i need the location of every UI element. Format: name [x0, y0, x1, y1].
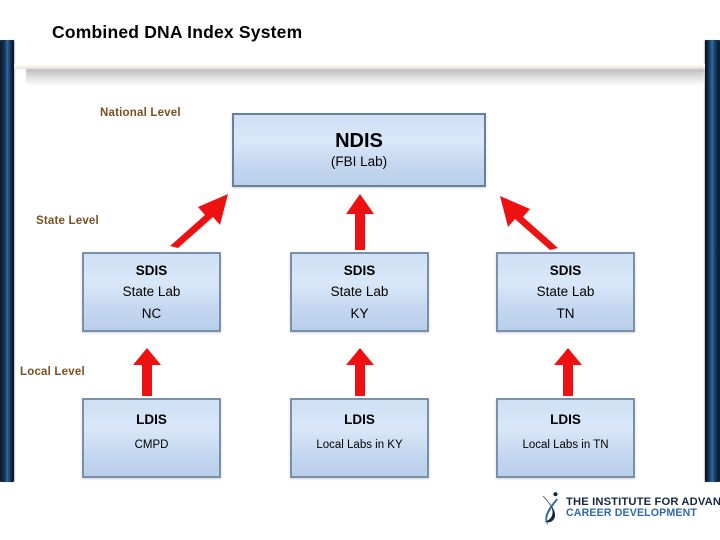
node-ldis-tn[interactable]: LDIS Local Labs in TN [496, 398, 635, 478]
node-sdis-tn-line3: TN [556, 305, 575, 321]
node-ndis[interactable]: NDIS (FBI Lab) [232, 113, 486, 187]
node-sdis-tn-line2: State Lab [536, 284, 595, 300]
node-ldis-ky-subtitle: Local Labs in KY [316, 438, 403, 451]
node-ldis-ky-title: LDIS [344, 412, 375, 427]
arrow-sdis-nc-to-ndis [170, 194, 228, 248]
node-sdis-nc-line3: NC [141, 305, 162, 321]
logo-line-2: CAREER DEVELOPMENT [566, 507, 698, 520]
node-sdis-ky-title: SDIS [343, 262, 376, 278]
header-divider [14, 64, 705, 90]
divider-shadow [26, 69, 704, 86]
node-sdis-tn[interactable]: SDIS State Lab TN [496, 252, 635, 332]
node-sdis-nc-line2: State Lab [122, 284, 181, 300]
node-ldis-ky[interactable]: LDIS Local Labs in KY [290, 398, 429, 478]
level-label-national: National Level [100, 107, 181, 119]
node-sdis-tn-title: SDIS [549, 262, 582, 278]
node-sdis-nc-title: SDIS [135, 262, 168, 278]
institute-mark-icon [542, 492, 558, 525]
node-ldis-tn-subtitle: Local Labs in TN [522, 438, 609, 451]
arrow-ldis-ky-to-sdis-ky [346, 348, 374, 396]
node-sdis-nc[interactable]: SDIS State Lab NC [82, 252, 221, 332]
right-decorative-bar [705, 40, 720, 482]
node-ndis-title: NDIS [335, 130, 383, 153]
node-sdis-ky-line3: KY [350, 305, 369, 321]
logo-text: THE INSTITUTE FOR ADVANCED CAREER DEVELO… [566, 496, 720, 520]
arrow-ldis-cmpd-to-sdis-nc [133, 348, 161, 396]
node-sdis-ky[interactable]: SDIS State Lab KY [290, 252, 429, 332]
arrow-sdis-tn-to-ndis [500, 196, 558, 250]
node-ldis-cmpd[interactable]: LDIS CMPD [82, 398, 221, 478]
arrow-sdis-ky-to-ndis [346, 194, 374, 250]
node-ldis-tn-title: LDIS [550, 412, 581, 427]
node-ndis-subtitle: (FBI Lab) [330, 154, 388, 170]
page-title: Combined DNA Index System [52, 22, 303, 42]
node-sdis-ky-line2: State Lab [330, 284, 389, 300]
node-ldis-cmpd-title: LDIS [136, 412, 167, 427]
arrow-ldis-tn-to-sdis-tn [554, 348, 582, 396]
logo-line-1: THE INSTITUTE FOR ADVANCED [566, 496, 720, 509]
left-decorative-bar [0, 40, 14, 482]
organization-logo: THE INSTITUTE FOR ADVANCED CAREER DEVELO… [537, 487, 720, 529]
level-label-local: Local Level [20, 366, 85, 378]
divider-line [14, 64, 705, 69]
node-ldis-cmpd-subtitle: CMPD [134, 438, 169, 451]
level-label-state: State Level [36, 215, 99, 227]
